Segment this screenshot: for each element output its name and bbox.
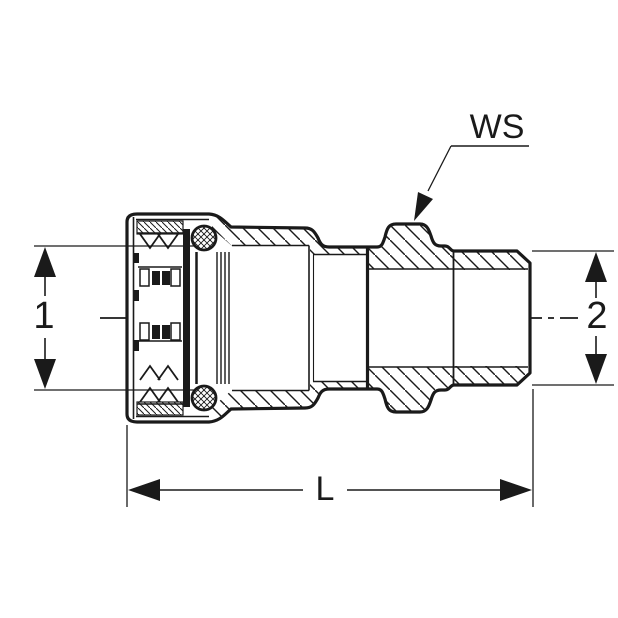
- sleeve-separator-bar: [183, 229, 190, 407]
- grip-ring-segments: [138, 266, 182, 342]
- arrowhead-up-icon: [34, 247, 56, 277]
- ws-label: WS: [470, 108, 525, 146]
- arrowhead-down-icon: [585, 354, 607, 384]
- ws-callout: WS: [414, 108, 529, 221]
- dimension-1: 1: [33, 245, 196, 391]
- o-ring-top: [190, 224, 218, 252]
- grip-ring-teeth: [137, 232, 183, 405]
- dimension-2-label: 2: [586, 295, 607, 337]
- arrowhead-down-icon: [34, 359, 56, 389]
- sleeve-wall-notches: [133, 253, 139, 351]
- arrowhead-right-icon: [500, 479, 532, 501]
- bore-lines: [132, 217, 528, 419]
- dimension-2: 2: [532, 250, 614, 386]
- fitting-body: [125, 212, 532, 424]
- dimension-length-label: L: [316, 470, 335, 508]
- dimension-1-label: 1: [33, 295, 54, 337]
- arrowhead-left-icon: [128, 479, 160, 501]
- grip-ring-retainer-top: [136, 220, 184, 235]
- dimension-length: L: [126, 389, 534, 508]
- press-sleeve-barrel: [195, 252, 230, 384]
- arrowhead-up-icon: [585, 252, 607, 282]
- press-sleeve-internals: [133, 220, 230, 416]
- o-ring-bottom: [190, 384, 218, 412]
- leader-arrowhead-icon: [414, 192, 433, 221]
